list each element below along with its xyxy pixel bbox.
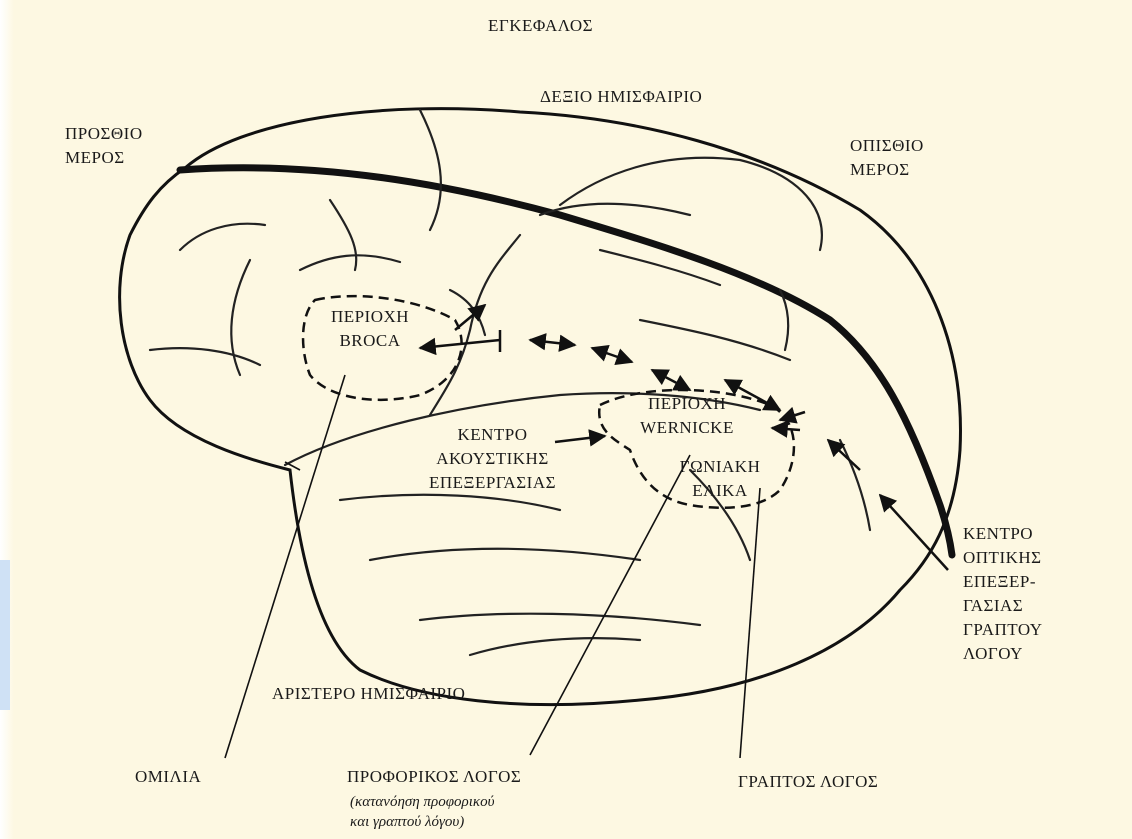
label-visual-center: ΚΕΝΤΡΟ ΟΠΤΙΚΗΣ ΕΠΕΞΕΡ- ΓΑΣΙΑΣ ΓΡΑΠΤΟΥ ΛΟ… (963, 522, 1043, 666)
label-speech: ΟΜΙΛΙΑ (135, 765, 201, 789)
brain-gyri (150, 110, 870, 655)
diagram-title: ΕΓΚΕΦΑΛΟΣ (488, 14, 593, 38)
label-front: ΠΡΟΣΘΙΟ ΜΕΡΟΣ (65, 122, 143, 170)
label-left-hemisphere: ΑΡΙΣΤΕΡΟ ΗΜΙΣΦΑΙΡΙΟ (272, 682, 465, 706)
label-broca: ΠΕΡΙΟΧΗ BROCA (315, 305, 425, 353)
label-written-speech: ΓΡΑΠΤΟΣ ΛΟΓΟΣ (738, 770, 878, 794)
brain-outline (120, 109, 961, 705)
label-angular-gyrus: ΓΩΝΙΑΚΗ ΕΛΙΚΑ (670, 455, 770, 503)
label-right-hemisphere: ΔΕΞΙΟ ΗΜΙΣΦΑΙΡΙΟ (540, 85, 702, 109)
label-auditory-center: ΚΕΝΤΡΟ ΑΚΟΥΣΤΙΚΗΣ ΕΠΕΞΕΡΓΑΣΙΑΣ (405, 423, 580, 495)
longitudinal-fissure (180, 168, 952, 555)
label-wernicke: ΠΕΡΙΟΧΗ WERNICKE (612, 392, 762, 440)
label-oral-speech: ΠΡΟΦΟΡΙΚΟΣ ΛΟΓΟΣ (347, 765, 521, 789)
label-back: ΟΠΙΣΘΙΟ ΜΕΡΟΣ (850, 134, 924, 182)
label-oral-note: (κατανόηση προφορικού και γραπτού λόγου) (350, 792, 494, 832)
